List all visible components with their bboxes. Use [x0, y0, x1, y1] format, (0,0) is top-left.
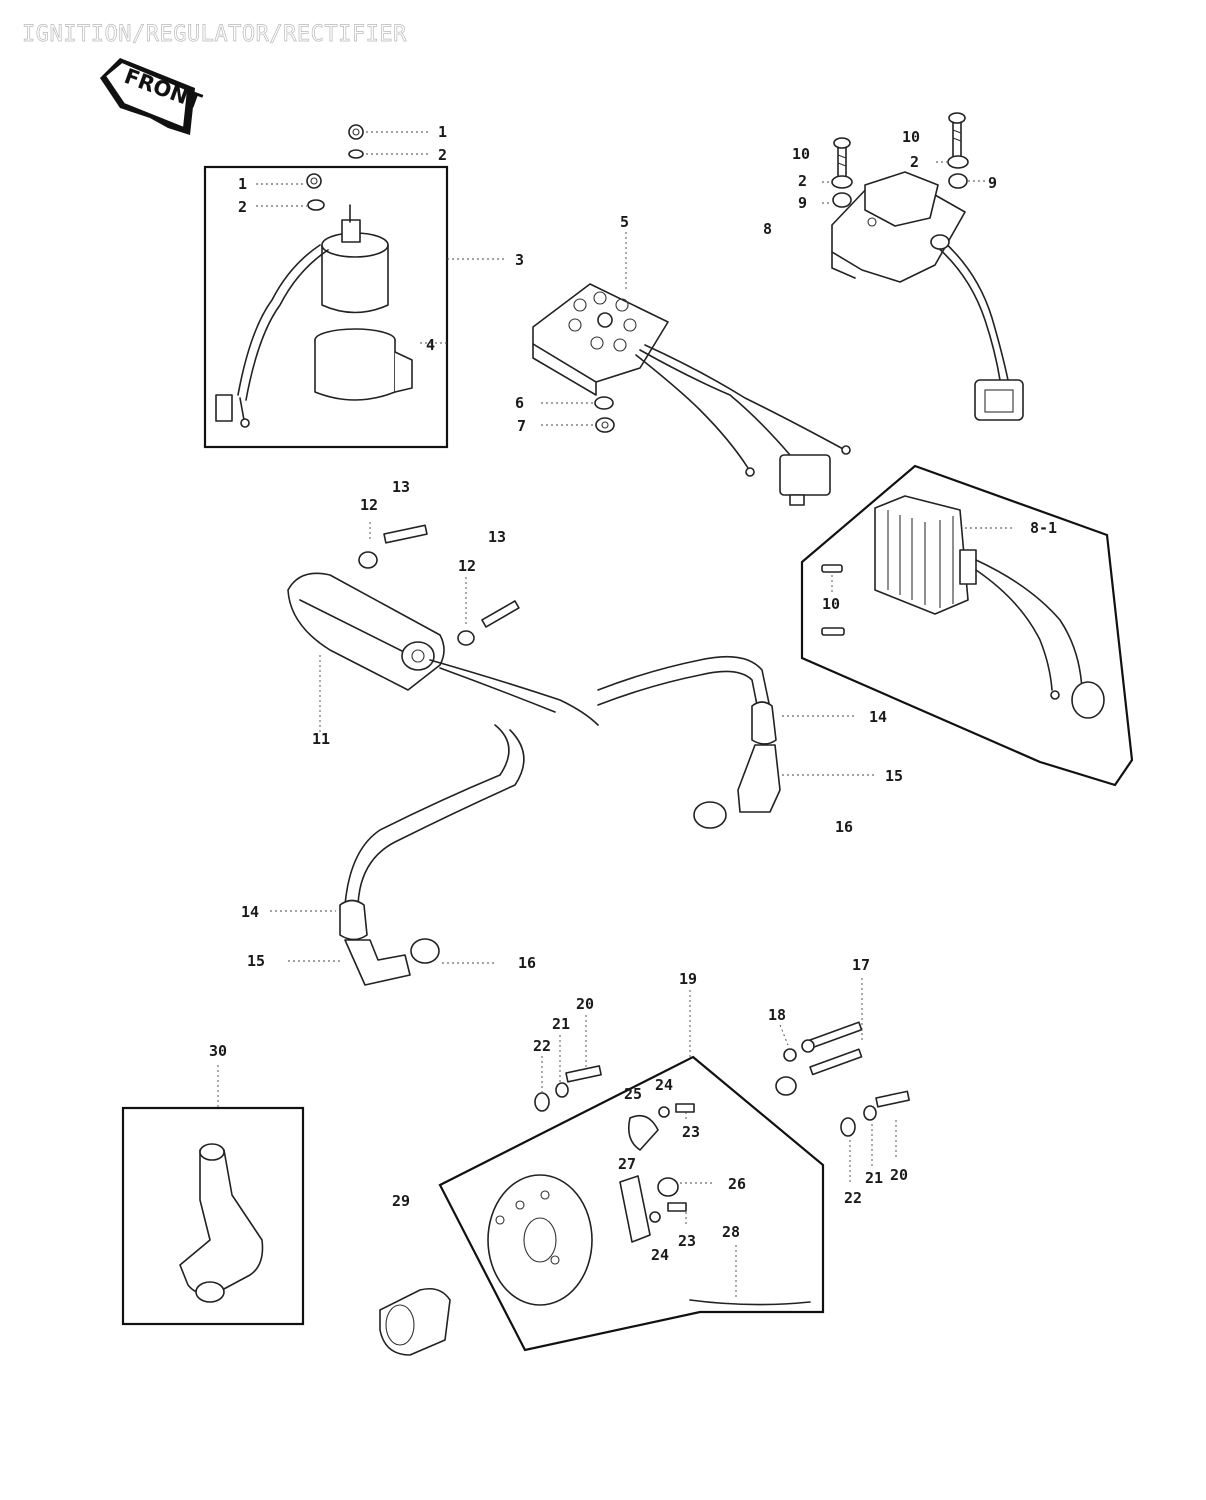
callout-8-1: 8-1 — [1030, 519, 1057, 537]
callout-11: 11 — [312, 730, 330, 748]
callout-21: 21 — [552, 1015, 570, 1033]
callout-20: 20 — [890, 1166, 908, 1184]
callout-3: 3 — [515, 251, 524, 269]
callout-29: 29 — [392, 1192, 410, 1210]
callout-7: 7 — [517, 417, 526, 435]
callout-6: 6 — [515, 394, 524, 412]
ignition-coil-assembly — [203, 124, 505, 449]
callout-9: 9 — [798, 194, 807, 212]
callout-10: 10 — [792, 145, 810, 163]
page-title: IGNITION/REGULATOR/RECTIFIER — [22, 22, 407, 48]
callout-12: 12 — [360, 496, 378, 514]
callout-14: 14 — [869, 708, 887, 726]
callout-13: 13 — [392, 478, 410, 496]
callout-5: 5 — [620, 213, 629, 231]
ignitor-module-assembly — [532, 232, 851, 506]
regulator-assembly — [822, 112, 1024, 421]
callout-19: 19 — [679, 970, 697, 988]
callout-1: 1 — [238, 175, 247, 193]
callout-17: 17 — [852, 956, 870, 974]
rectifier-inset — [800, 464, 1134, 787]
callout-23: 23 — [678, 1232, 696, 1250]
rectifier-inset-frame — [800, 464, 1134, 787]
callout-2: 2 — [910, 153, 919, 171]
callout-27: 27 — [618, 1155, 636, 1173]
callout-4: 4 — [426, 336, 435, 354]
callout-8: 8 — [763, 220, 772, 238]
callout-16: 16 — [835, 818, 853, 836]
callout-16: 16 — [518, 954, 536, 972]
callout-15: 15 — [247, 952, 265, 970]
callout-15: 15 — [885, 767, 903, 785]
callout-25: 25 — [624, 1085, 642, 1103]
callout-2: 2 — [438, 146, 447, 164]
callout-30: 30 — [209, 1042, 227, 1060]
coil-inset-frame — [203, 165, 449, 449]
callout-24: 24 — [651, 1246, 669, 1264]
pickup-assembly — [379, 978, 910, 1356]
callout-labels: 1 2 1 2 3 4 5 6 7 10 10 2 2 9 9 8 8-1 10… — [209, 123, 1057, 1264]
plug-cap-inset-frame — [121, 1106, 305, 1326]
callout-12: 12 — [458, 557, 476, 575]
callout-13: 13 — [488, 528, 506, 546]
callout-1: 1 — [438, 123, 447, 141]
callout-10: 10 — [822, 595, 840, 613]
callout-10: 10 — [902, 128, 920, 146]
callout-21: 21 — [865, 1169, 883, 1187]
callout-26: 26 — [728, 1175, 746, 1193]
callout-22: 22 — [844, 1189, 862, 1207]
callout-14: 14 — [241, 903, 259, 921]
callout-23: 23 — [682, 1123, 700, 1141]
callout-24: 24 — [655, 1076, 673, 1094]
callout-28: 28 — [722, 1223, 740, 1241]
callout-20: 20 — [576, 995, 594, 1013]
plug-cap-inset — [121, 1065, 305, 1326]
pickup-plate-frame — [438, 1055, 825, 1352]
callout-2: 2 — [238, 198, 247, 216]
callout-9: 9 — [988, 174, 997, 192]
front-arrow-badge: FRONT — [100, 58, 205, 135]
callout-2: 2 — [798, 172, 807, 190]
coil-unit-assembly — [270, 522, 875, 986]
callout-22: 22 — [533, 1037, 551, 1055]
callout-18: 18 — [768, 1006, 786, 1024]
